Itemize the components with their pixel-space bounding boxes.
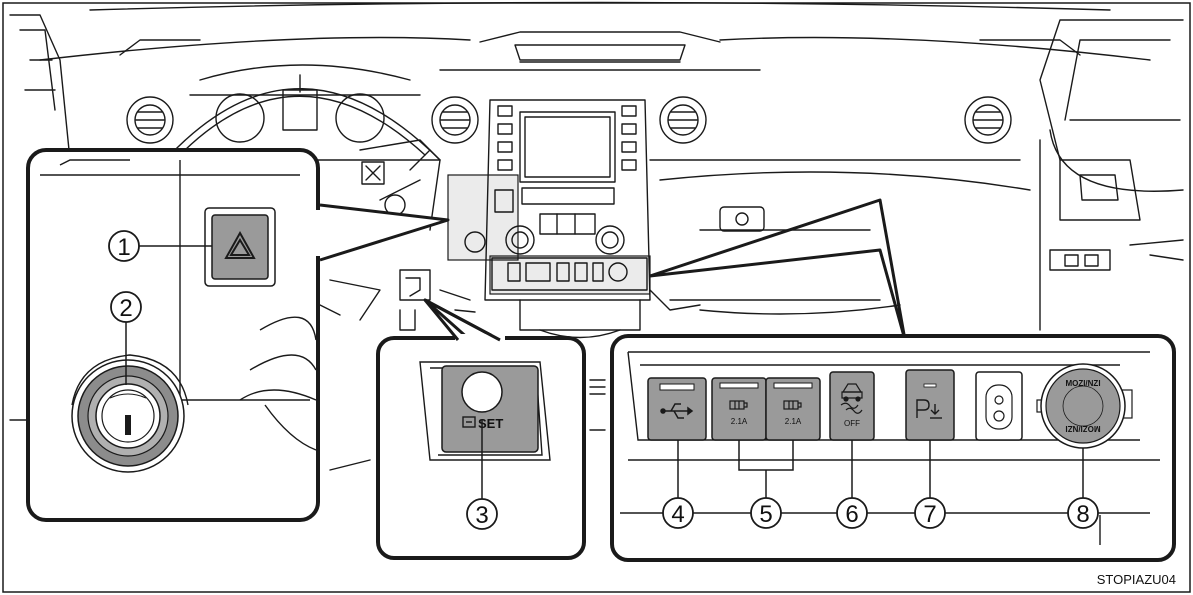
lower-switch-area-highlight xyxy=(490,256,650,294)
callout-number-8: 8 xyxy=(1076,501,1089,528)
hazard-warning-button[interactable] xyxy=(212,215,268,279)
right-callout-panel: 2.1A 2.1A OFF xyxy=(612,200,1174,560)
figure-code: STOPIAZU04 xyxy=(1097,572,1176,587)
usb-port[interactable] xyxy=(648,378,706,440)
light-switch[interactable] xyxy=(976,372,1022,440)
callout-number-6: 6 xyxy=(845,501,858,528)
vsc-off-label: OFF xyxy=(844,419,860,428)
usb-charge-rating-left: 2.1A xyxy=(731,417,748,426)
vsc-off-switch[interactable] xyxy=(830,372,874,440)
callout-number-5: 5 xyxy=(759,501,772,528)
callout-number-1: 1 xyxy=(117,234,130,261)
callout-number-3: 3 xyxy=(475,502,488,529)
callout-number-2: 2 xyxy=(119,295,132,322)
power-switch-7[interactable] xyxy=(906,370,954,440)
set-switch-knob xyxy=(462,372,502,412)
usb-charge-rating-right: 2.1A xyxy=(785,417,802,426)
callout-number-4: 4 xyxy=(671,501,684,528)
outlet-cap-text-top: MOZI/NZI xyxy=(1065,379,1100,388)
engine-switch-key-slot xyxy=(125,415,131,435)
callout-number-7: 7 xyxy=(923,501,936,528)
outlet-cap-text-bottom: MOZI/NZI xyxy=(1065,424,1100,433)
hazard-area-highlight xyxy=(448,175,518,260)
middle-callout-panel: SET 3 xyxy=(378,300,584,558)
